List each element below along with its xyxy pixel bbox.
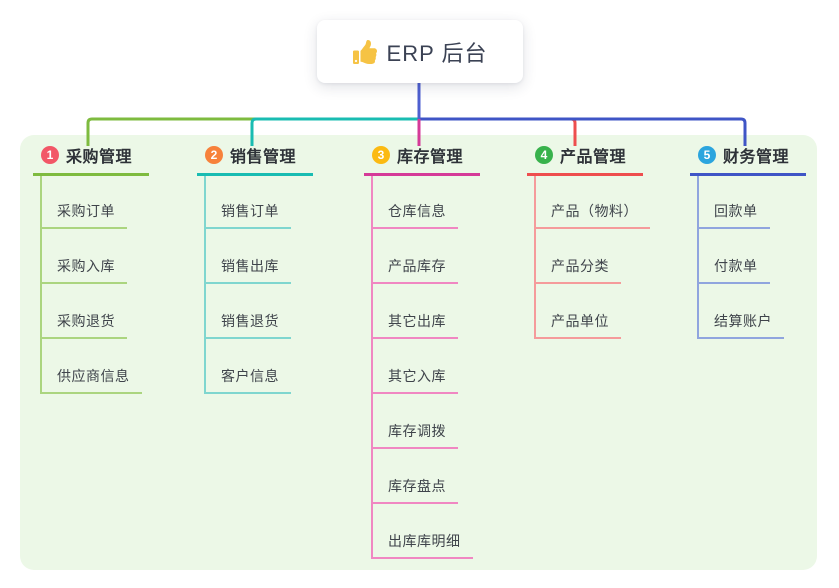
child-node[interactable]: 库存盘点 [371, 474, 458, 504]
child-node[interactable]: 回款单 [697, 199, 770, 229]
child-node[interactable]: 库存调拨 [371, 419, 458, 449]
child-node[interactable]: 采购订单 [40, 199, 127, 229]
branch-3-node-inventory[interactable]: 3 库存管理 [364, 144, 480, 176]
thumbs-up-icon-path [352, 39, 377, 64]
child-node[interactable]: 采购退货 [40, 309, 127, 339]
child-node[interactable]: 销售退货 [204, 309, 291, 339]
branch-2-label: 销售管理 [230, 149, 297, 166]
child-node[interactable]: 产品库存 [371, 254, 458, 284]
child-node[interactable]: 产品分类 [534, 254, 621, 284]
child-node[interactable]: 其它入库 [371, 364, 458, 394]
branch-2-badge: 2 [205, 146, 223, 164]
child-node[interactable]: 采购入库 [40, 254, 127, 284]
branch-4-label: 产品管理 [560, 149, 627, 166]
child-node[interactable]: 结算账户 [697, 309, 784, 339]
mindmap-background-panel [20, 135, 817, 570]
root-node-erp[interactable]: ERP 后台 [317, 20, 523, 83]
child-node[interactable]: 客户信息 [204, 364, 291, 394]
branch-3-label: 库存管理 [397, 149, 464, 166]
child-node[interactable]: 仓库信息 [371, 199, 458, 229]
branch-1-badge: 1 [41, 146, 59, 164]
branch-1-label: 采购管理 [66, 149, 133, 166]
child-node[interactable]: 产品单位 [534, 309, 621, 339]
child-node[interactable]: 产品（物料） [534, 199, 650, 229]
branch-5-label: 财务管理 [723, 149, 790, 166]
branch-2-node-sales[interactable]: 2 销售管理 [197, 144, 313, 176]
child-node[interactable]: 销售订单 [204, 199, 291, 229]
child-node[interactable]: 付款单 [697, 254, 770, 284]
thumbs-up-icon [352, 39, 377, 64]
child-node[interactable]: 其它出库 [371, 309, 458, 339]
branch-4-badge: 4 [535, 146, 553, 164]
branch-4-node-product[interactable]: 4 产品管理 [527, 144, 643, 176]
branch-5-node-finance[interactable]: 5 财务管理 [690, 144, 806, 176]
branch-3-badge: 3 [372, 146, 390, 164]
child-node[interactable]: 供应商信息 [40, 364, 142, 394]
child-node[interactable]: 出库库明细 [371, 529, 473, 559]
branch-1-node-purchase[interactable]: 1 采购管理 [33, 144, 149, 176]
branch-5-badge: 5 [698, 146, 716, 164]
root-node-label: ERP 后台 [386, 40, 488, 66]
child-node[interactable]: 销售出库 [204, 254, 291, 284]
